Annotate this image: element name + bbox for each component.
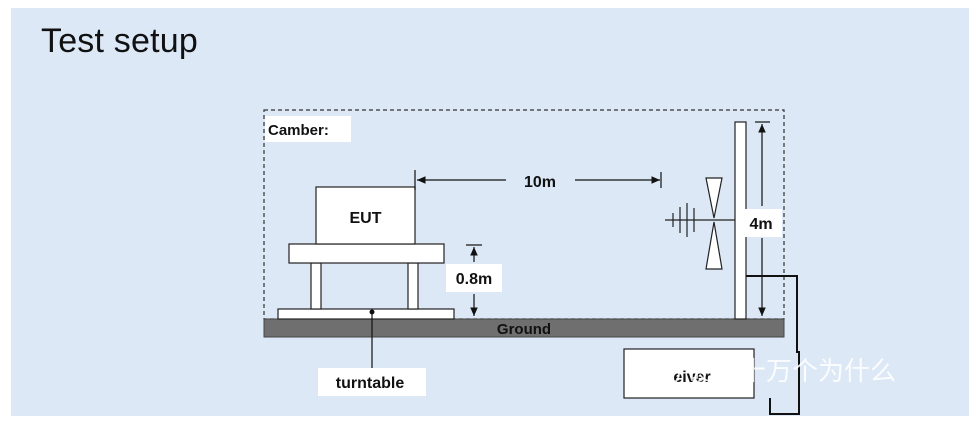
table-leg-left [310, 262, 322, 310]
eut-label: EUT [350, 210, 382, 227]
table-top [288, 243, 445, 264]
watermark-text: 硬件十万个为什么 [688, 357, 896, 387]
turntable [277, 308, 455, 320]
turntable-label: turntable [336, 375, 405, 392]
chamber-label-box [265, 116, 351, 142]
distance-label: 10m [524, 174, 556, 191]
turntable-label-box [318, 368, 426, 396]
receiver-label: eiver [673, 369, 710, 386]
table-height-label-box [446, 264, 502, 292]
watermark-logo-icon [652, 359, 680, 387]
mast-height-label-box [740, 209, 782, 237]
ground-plane [263, 318, 785, 338]
chamber-label: Camber: [268, 122, 329, 139]
eut-box [315, 186, 416, 245]
watermark: 硬件十万个为什么 [652, 357, 896, 387]
slide: Test setup [11, 8, 969, 416]
receiver-box [623, 348, 755, 399]
ground-label: Ground [497, 321, 551, 338]
antenna-cable [746, 275, 800, 415]
antenna-icon [665, 177, 735, 270]
table-leg-right [407, 262, 419, 310]
mast-height-label: 4m [749, 216, 772, 233]
slide-title: Test setup [41, 22, 198, 60]
table-height-label: 0.8m [456, 271, 492, 288]
